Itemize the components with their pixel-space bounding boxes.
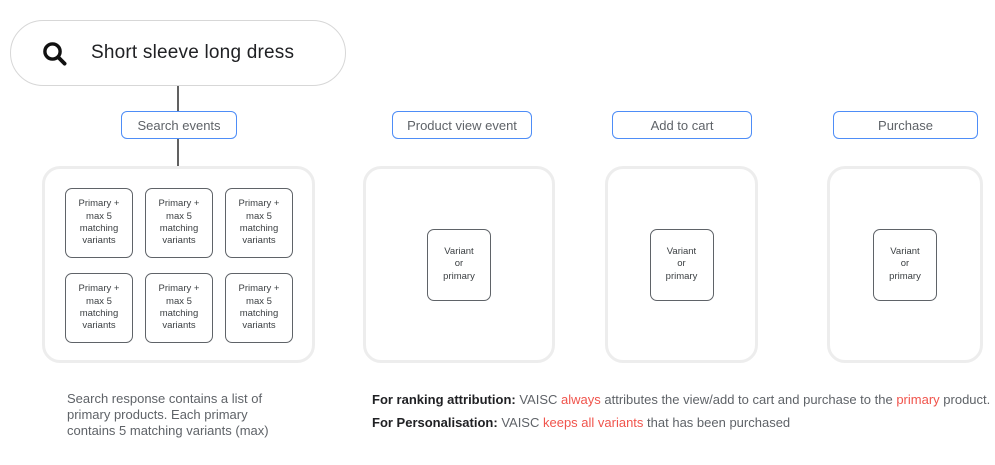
label-search-events: Search events bbox=[121, 111, 237, 139]
text-segment: that has been purchased bbox=[643, 415, 791, 430]
primary-variants-box: Primary + max 5 matching variants bbox=[225, 273, 293, 343]
text-segment: keeps all variants bbox=[542, 415, 644, 430]
text-segment: For Personalisation: bbox=[372, 415, 502, 430]
primary-variants-box: Primary + max 5 matching variants bbox=[65, 188, 133, 258]
ranking-attribution-note: For ranking attribution: VAISC always at… bbox=[372, 392, 990, 407]
label-product-view-event: Product view event bbox=[392, 111, 532, 139]
variant-or-primary-box: Variant or primary bbox=[649, 228, 714, 301]
primary-variants-box: Primary + max 5 matching variants bbox=[225, 188, 293, 258]
text-segment: For ranking attribution: bbox=[372, 392, 520, 407]
text-segment: product. bbox=[939, 392, 991, 407]
primary-variants-box: Primary + max 5 matching variants bbox=[145, 273, 213, 343]
label-add-to-cart: Add to cart bbox=[612, 111, 752, 139]
text-segment: always bbox=[561, 392, 601, 407]
variant-or-primary-box: Variant or primary bbox=[427, 228, 491, 301]
variant-or-primary-box: Variant or primary bbox=[873, 228, 937, 301]
search-events-container: Primary + max 5 matching variants Primar… bbox=[42, 166, 315, 363]
text-segment: attributes the view/add to cart and purc… bbox=[600, 392, 897, 407]
add-to-cart-container: Variant or primary bbox=[605, 166, 758, 363]
search-query-text: Short sleeve long dress bbox=[91, 42, 295, 63]
personalisation-note: For Personalisation: VAISC keeps all var… bbox=[372, 415, 790, 430]
search-response-note: Search response contains a list of prima… bbox=[67, 391, 269, 438]
text-segment: primary bbox=[896, 392, 940, 407]
product-view-container: Variant or primary bbox=[363, 166, 555, 363]
purchase-container: Variant or primary bbox=[827, 166, 983, 363]
text-segment: VAISC bbox=[519, 392, 561, 407]
primary-variants-box: Primary + max 5 matching variants bbox=[145, 188, 213, 258]
text-segment: VAISC bbox=[501, 415, 543, 430]
search-icon bbox=[43, 41, 67, 66]
label-purchase: Purchase bbox=[833, 111, 978, 139]
search-input[interactable]: Short sleeve long dress bbox=[10, 20, 346, 86]
primary-variants-box: Primary + max 5 matching variants bbox=[65, 273, 133, 343]
